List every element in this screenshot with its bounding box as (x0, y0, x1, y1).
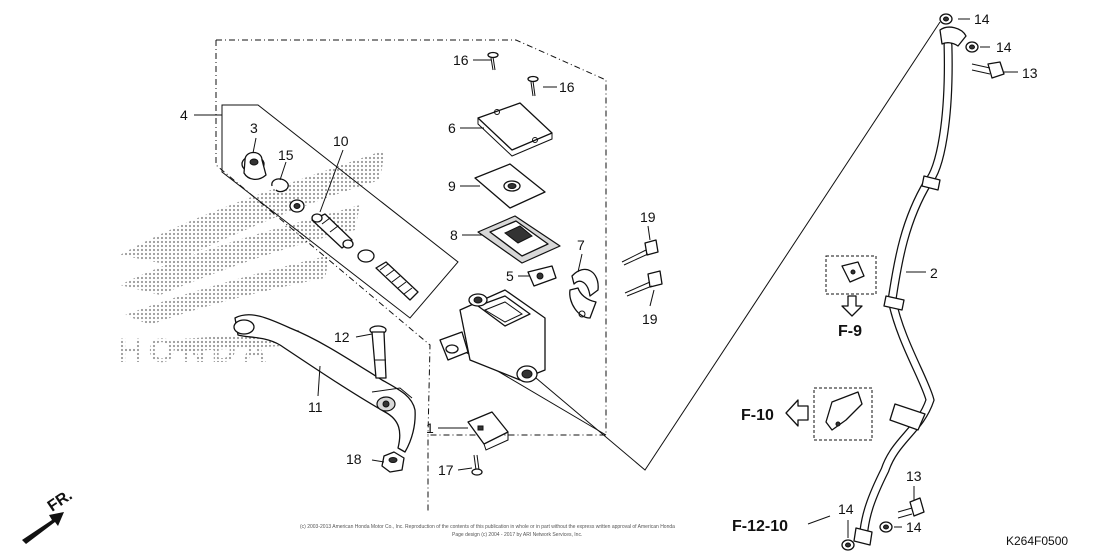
master-cylinder-body (439, 289, 546, 383)
callout-3: 3 (250, 120, 258, 136)
ref-f12-10: F-12-10 (732, 518, 788, 535)
brake-switch-part1 (467, 411, 509, 451)
screw-part16-a (487, 51, 499, 71)
spring-part10c (375, 261, 419, 301)
honda-wing-watermark: HONDA (118, 150, 385, 370)
nut-part18 (381, 451, 405, 473)
banjo-bolt-part13-lower (897, 497, 925, 519)
callout-9: 9 (448, 178, 456, 194)
callout-11: 11 (308, 399, 323, 415)
ref-f9: F-9 (838, 323, 862, 340)
copyright-line-1: (c) 2003-2013 American Honda Motor Co., … (300, 524, 675, 530)
diagram-code: K264F0500 (1006, 534, 1068, 548)
leader-hose-diagonal (535, 21, 941, 471)
reservoir-cap-part6 (477, 102, 553, 157)
diaphragm-plate-part9 (474, 163, 546, 209)
brake-hose-part2 (853, 26, 967, 546)
arrow-fr-icon (22, 512, 64, 544)
callout-10: 10 (333, 133, 349, 149)
copyright-line-2: Page design (c) 2004 - 2017 by ARI Netwo… (452, 532, 582, 538)
callout-4: 4 (180, 107, 188, 123)
callout-14b: 14 (996, 39, 1012, 55)
arrow-down-icon (841, 295, 863, 317)
washer-part14-b (965, 41, 979, 53)
callout-14a: 14 (974, 11, 990, 27)
callout-14d: 14 (906, 519, 922, 535)
ref-f10: F-10 (741, 407, 774, 424)
lever-holder-part7 (569, 268, 599, 319)
washer-part14-a (939, 13, 953, 25)
washer-part14-d (879, 521, 893, 533)
circlip-part15 (271, 178, 289, 193)
callout-12: 12 (334, 329, 350, 345)
piston-part10 (311, 213, 354, 249)
boot-part3 (241, 151, 267, 180)
arrow-left-icon (785, 399, 809, 427)
callout-2: 2 (930, 265, 938, 281)
banjo-bolt-part13-upper (971, 61, 1005, 79)
callout-14c: 14 (838, 501, 854, 517)
callout-8: 8 (450, 227, 458, 243)
leader-lines (194, 18, 1018, 538)
assembly-outline (215, 39, 607, 512)
f10-inset (785, 387, 873, 441)
callout-19b: 19 (642, 311, 658, 327)
cup-part10b (357, 249, 375, 263)
pivot-bolt-part12 (369, 325, 387, 379)
callout-16b: 16 (559, 79, 575, 95)
clip-part5 (527, 265, 557, 287)
callout-19a: 19 (640, 209, 656, 225)
screw-part16-b (527, 75, 539, 97)
callout-1: 1 (426, 420, 434, 436)
fr-label: FR. (45, 487, 76, 516)
callout-6: 6 (448, 120, 456, 136)
brake-lever-part11 (233, 314, 416, 453)
piston-kit-outline (221, 104, 459, 319)
screw-part17 (471, 454, 483, 476)
bolt-part19-b (624, 270, 663, 297)
f9-inset (825, 255, 877, 317)
washer-part15b (289, 199, 305, 213)
callout-5: 5 (506, 268, 514, 284)
callout-13a: 13 (1022, 65, 1038, 81)
bolt-part19-a (621, 239, 659, 266)
callout-15: 15 (278, 147, 294, 163)
callout-18: 18 (346, 451, 362, 467)
diaphragm-part8 (477, 215, 561, 264)
callout-7: 7 (577, 237, 585, 253)
front-direction-arrow: FR. (22, 487, 76, 544)
callout-16a: 16 (453, 52, 469, 68)
callout-labels: 4 3 15 10 16 16 6 9 8 5 7 19 19 12 11 18… (180, 11, 1038, 535)
washer-part14-c (841, 539, 855, 551)
honda-wordmark-watermark: HONDA (118, 332, 273, 370)
callout-17: 17 (438, 462, 454, 478)
callout-13b: 13 (906, 468, 922, 484)
